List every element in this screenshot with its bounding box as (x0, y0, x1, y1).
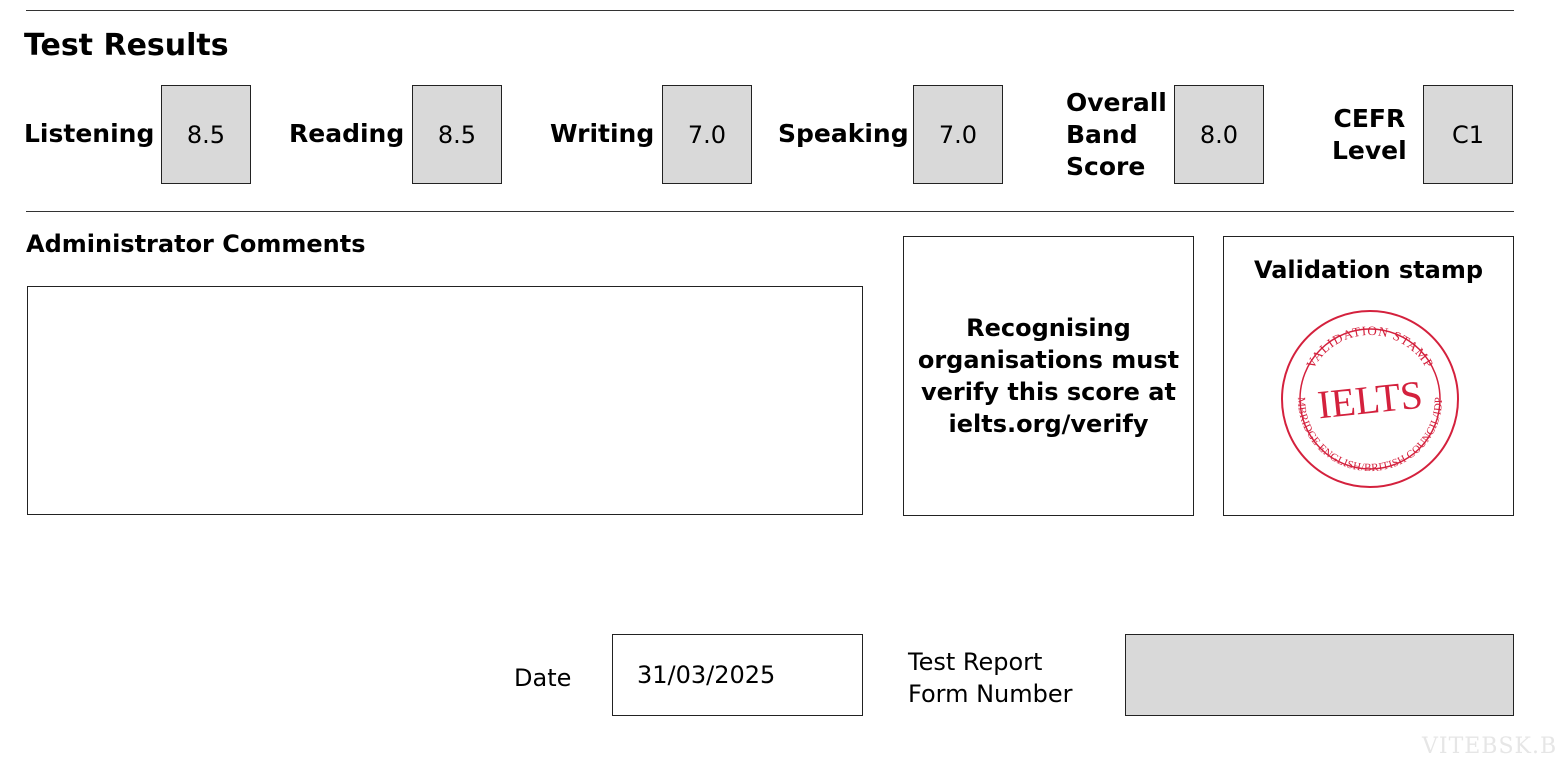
speaking-score-box: 7.0 (913, 85, 1003, 184)
overall-label-line: Band (1066, 120, 1138, 149)
reading-score-value: 8.5 (437, 120, 477, 149)
middle-divider (26, 211, 1514, 212)
listening-label: Listening (24, 119, 155, 148)
cefr-level-label: CEFR Level (1332, 103, 1407, 167)
stamp-inner-ring (1299, 328, 1441, 470)
cefr-label-line: Level (1332, 136, 1407, 165)
overall-score-value: 8.0 (1199, 120, 1239, 149)
trf-number-field (1125, 634, 1514, 716)
stamp-top-arc-text: VALIDATION STAMP (1303, 323, 1437, 371)
watermark: VITEBSK.BIZ (1422, 734, 1556, 759)
ielts-stamp-icon: VALIDATION STAMP CAMBRIDGE ENGLISH/BRITI… (1280, 309, 1459, 488)
trf-label: Test Report Form Number (908, 646, 1073, 710)
cefr-score-box: C1 (1423, 85, 1513, 184)
listening-score-value: 8.5 (186, 120, 226, 149)
stamp-center-text: IELTS (1315, 372, 1424, 428)
reading-label: Reading (289, 119, 405, 148)
verify-line: ielts.org/verify (948, 410, 1149, 438)
comments-title: Administrator Comments (26, 230, 366, 258)
trf-label-line: Test Report (908, 648, 1043, 676)
cefr-label-line: CEFR (1333, 104, 1406, 133)
verify-text: Recognising organisations must verify th… (918, 312, 1179, 440)
overall-label-line: Overall (1066, 88, 1167, 117)
reading-score-box: 8.5 (412, 85, 502, 184)
verify-line: verify this score at (920, 378, 1176, 406)
trf-label-line: Form Number (908, 680, 1073, 708)
comments-box (27, 286, 863, 515)
stamp-outer-ring (1281, 310, 1459, 488)
section-title: Test Results (24, 28, 229, 63)
listening-score-box: 8.5 (161, 85, 251, 184)
overall-label-line: Score (1066, 152, 1146, 181)
validation-stamp-title: Validation stamp (1253, 256, 1484, 284)
writing-label: Writing (550, 119, 655, 148)
verify-line: Recognising (966, 314, 1131, 342)
overall-score-box: 8.0 (1174, 85, 1264, 184)
date-field: 31/03/2025 (612, 634, 863, 716)
speaking-score-value: 7.0 (938, 120, 978, 149)
date-value: 31/03/2025 (637, 661, 776, 689)
date-label: Date (514, 664, 572, 692)
validation-stamp-box: Validation stamp VALIDATION STAMP CAMBRI… (1223, 236, 1514, 516)
verify-line: organisations must (917, 346, 1180, 374)
writing-score-box: 7.0 (662, 85, 752, 184)
verify-box: Recognising organisations must verify th… (903, 236, 1194, 516)
writing-score-value: 7.0 (687, 120, 727, 149)
cefr-score-value: C1 (1451, 120, 1485, 149)
overall-band-label: Overall Band Score (1066, 87, 1167, 183)
top-divider (26, 10, 1514, 11)
speaking-label: Speaking (778, 119, 909, 148)
